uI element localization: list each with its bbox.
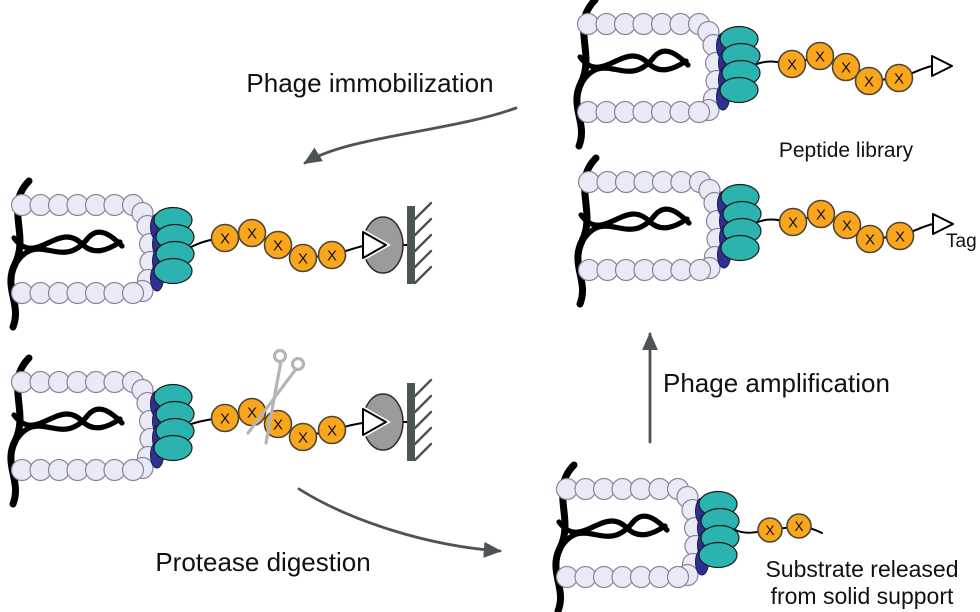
svg-text:X: X	[788, 214, 798, 231]
svg-text:X: X	[816, 206, 826, 223]
svg-text:X: X	[865, 231, 875, 248]
svg-text:X: X	[815, 48, 825, 65]
phage-unit-immobilized: X X X X X	[11, 181, 433, 327]
phage-unit-digested: X X X X X	[11, 348, 433, 505]
svg-text:X: X	[794, 519, 803, 534]
svg-text:X: X	[841, 59, 851, 76]
phage-unit-released: X X	[556, 465, 823, 611]
peptide-chain: X X	[757, 513, 812, 543]
label-phage-amplification: Phage amplification	[663, 368, 890, 398]
svg-text:X: X	[298, 429, 308, 446]
peptide-chain: X X X X X	[777, 41, 914, 96]
svg-text:X: X	[220, 230, 230, 247]
label-protease-digestion: Protease digestion	[155, 547, 370, 577]
svg-text:X: X	[247, 404, 257, 421]
immobilization-arrow	[303, 106, 518, 165]
tag-triangle-icon	[931, 55, 953, 77]
phage-unit-library-2: X X X X X	[578, 158, 954, 304]
svg-text:X: X	[864, 73, 874, 90]
label-phage-immobilization: Phage immobilization	[246, 68, 493, 98]
scissors-icon	[246, 348, 306, 445]
svg-text:X: X	[765, 523, 774, 538]
svg-text:X: X	[247, 225, 257, 242]
svg-text:X: X	[894, 70, 904, 87]
peptide-chain: X X X X X	[778, 199, 915, 254]
digestion-arrow	[297, 487, 502, 558]
svg-text:X: X	[327, 422, 337, 439]
svg-text:X: X	[895, 228, 905, 245]
svg-text:X: X	[787, 56, 797, 73]
svg-text:X: X	[327, 247, 337, 264]
peptide-chain: X X X X X	[210, 397, 347, 452]
tag-triangle-icon	[932, 213, 954, 235]
peptide-chain: X X X X X	[210, 218, 347, 273]
svg-text:X: X	[842, 217, 852, 234]
label-tag: Tag	[946, 231, 977, 252]
svg-text:X: X	[220, 410, 230, 427]
svg-text:X: X	[273, 237, 283, 254]
svg-text:X: X	[273, 416, 283, 433]
svg-text:X: X	[298, 250, 308, 267]
label-peptide-library: Peptide library	[779, 139, 914, 162]
label-substrate-released-1: Substrate released	[765, 556, 958, 582]
label-substrate-released-2: from solid support	[771, 583, 954, 609]
phage-unit-library-1: X X X X X	[577, 0, 953, 146]
